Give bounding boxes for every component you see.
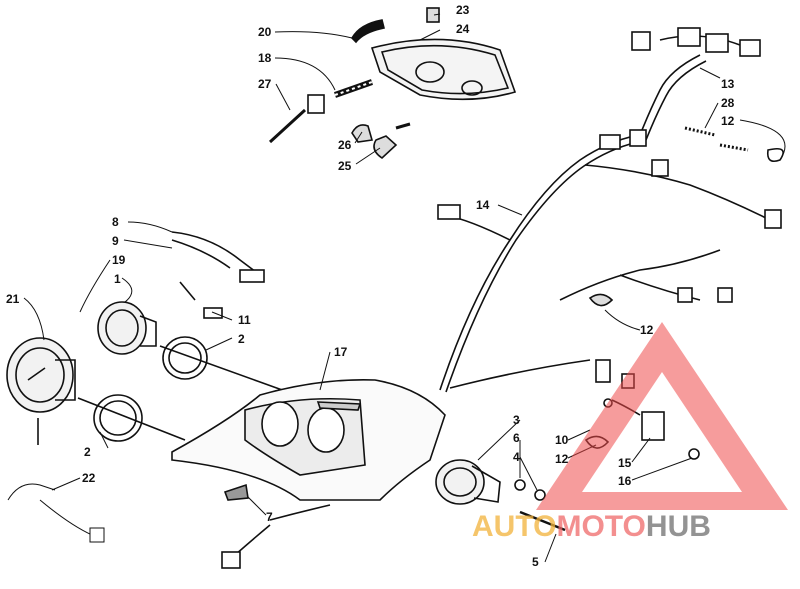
callout-15: 15: [618, 456, 632, 470]
callout-26: 26: [338, 138, 352, 152]
callout-16: 16: [618, 474, 632, 488]
callout-19: 19: [112, 253, 126, 267]
callout-12-mid: 12: [640, 323, 654, 337]
callout-11: 11: [238, 313, 251, 327]
gauges: [6, 231, 311, 445]
watermark-triangle: [536, 322, 788, 510]
watermark-hub: HUB: [646, 510, 711, 543]
leader-lines: [7, 13, 786, 563]
callout-12-lower: 12: [555, 452, 569, 466]
callout-23: 23: [456, 3, 470, 17]
headlight-assembly: [268, 7, 517, 160]
svg-text:AUTOMOTOHUB: AUTOMOTOHUB: [472, 510, 711, 543]
callout-22: 22: [82, 471, 96, 485]
callout-20: 20: [258, 25, 272, 39]
callout-18: 18: [258, 51, 272, 65]
dash-panel: [171, 378, 446, 569]
callout-14: 14: [476, 198, 490, 212]
callout-10: 10: [555, 433, 569, 447]
callout-1: 1: [114, 272, 121, 286]
watermark: AUTOMOTOHUB: [472, 322, 788, 543]
callout-2-lower: 2: [84, 445, 91, 459]
callout-2-upper: 2: [238, 332, 245, 346]
callout-4: 4: [513, 450, 520, 464]
callouts: 20 23 24 18 27 26 25 13 28 12 14 8 9 19 …: [6, 3, 735, 569]
watermark-auto: AUTO: [472, 510, 556, 543]
callout-25: 25: [338, 159, 352, 173]
callout-6: 6: [513, 431, 520, 445]
callout-27: 27: [258, 77, 272, 91]
callout-21: 21: [6, 292, 20, 306]
callout-5: 5: [532, 555, 539, 569]
callout-9: 9: [112, 234, 119, 248]
wiring-harness: [437, 27, 784, 393]
callout-13: 13: [721, 77, 735, 91]
callout-3: 3: [513, 413, 520, 427]
callout-7: 7: [266, 510, 273, 524]
callout-28: 28: [721, 96, 735, 110]
tail-lamp-assembly: [435, 359, 700, 532]
callout-17: 17: [334, 345, 348, 359]
watermark-moto: MOTO: [556, 510, 645, 543]
callout-24: 24: [456, 22, 470, 36]
callout-12-top: 12: [721, 114, 735, 128]
callout-8: 8: [112, 215, 119, 229]
